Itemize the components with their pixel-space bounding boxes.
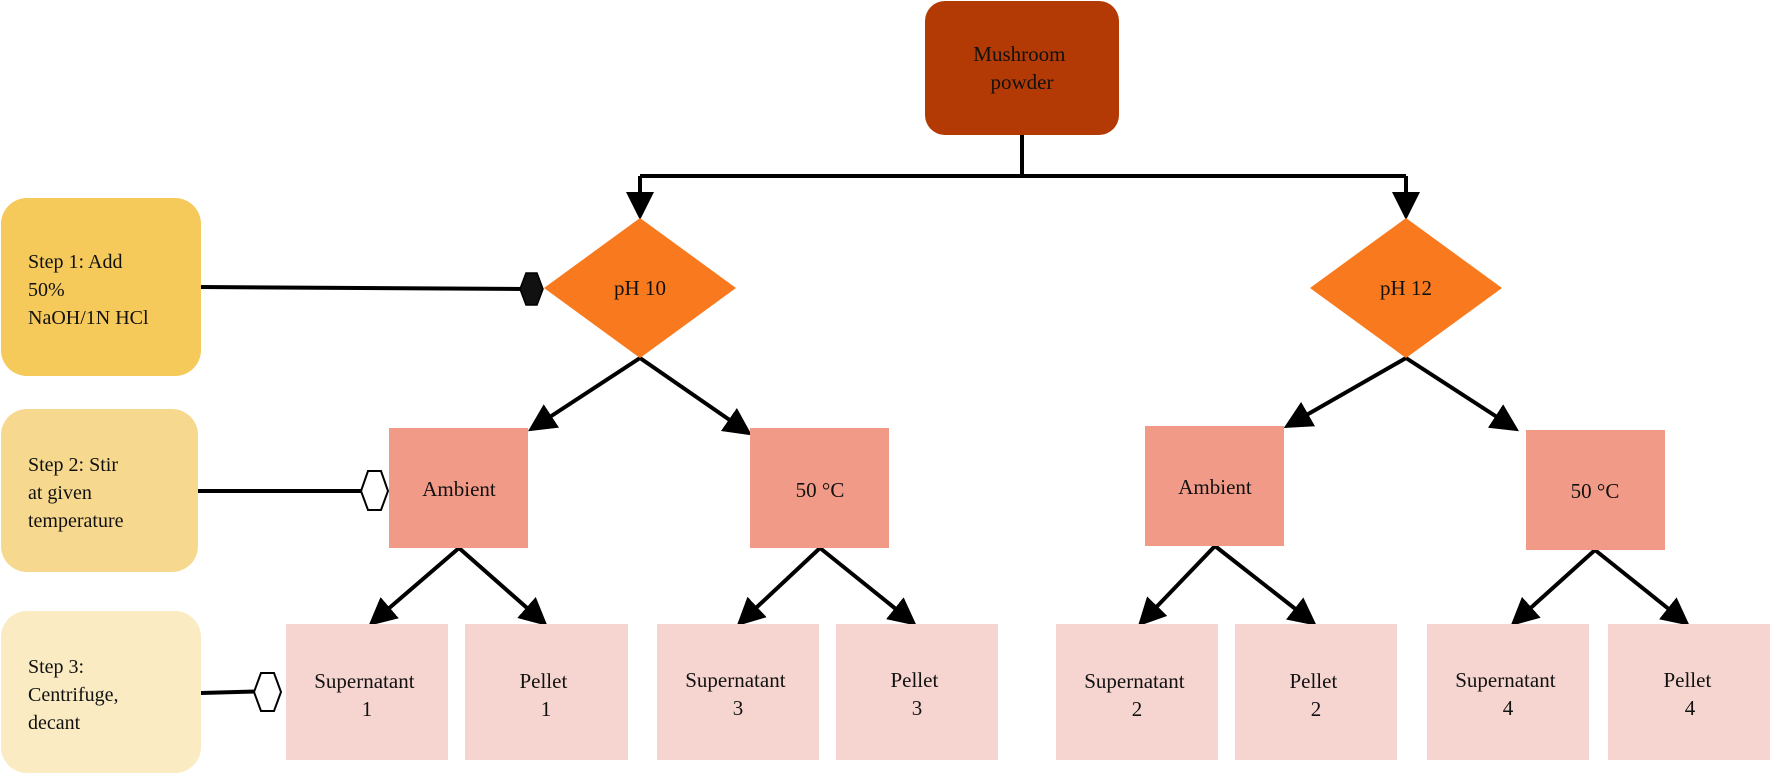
temp-node-ph12-ambient: Ambient	[1145, 426, 1284, 546]
step-1: Step 1: Add 50% NaOH/1N HCl	[1, 198, 201, 376]
arrow-ambient10-to-supernatant1	[368, 546, 461, 626]
ph-10-label: pH 10	[614, 276, 666, 300]
arrow-ph10-to-ambient	[527, 356, 642, 432]
arrow-ph12-to-ambient	[1283, 356, 1407, 428]
arrow-ambient12-to-pellet2	[1213, 544, 1317, 626]
step3-open-hexagon-icon	[252, 672, 283, 712]
arrow-ph12-to-50c	[1404, 356, 1520, 432]
step-1-label: Step 1: Add 50% NaOH/1N HCl	[28, 251, 149, 329]
product-supernatant-1: Supernatant 1	[286, 624, 448, 760]
product-supernatant-3: Supernatant 3	[657, 624, 819, 760]
arrow-ambient10-to-pellet1	[457, 546, 548, 626]
step-3-label: Step 3: Centrifuge, decant	[28, 656, 124, 734]
ph-12-node: pH 12	[1310, 218, 1502, 358]
arrow-50c10-to-supernatant3	[736, 546, 822, 627]
temp-node-ph12-50c: 50 °C	[1526, 430, 1665, 550]
product-label: Supernatant 4	[1455, 668, 1561, 720]
product-pellet-3: Pellet 3	[836, 624, 998, 760]
ph-10-diamond	[544, 218, 736, 358]
product-label: Pellet 2	[1289, 669, 1342, 721]
arrow-50c10-to-pellet3	[818, 546, 917, 626]
temp-label: Ambient	[422, 477, 496, 501]
root-box	[925, 1, 1119, 135]
product-supernatant-2: Supernatant 2	[1056, 624, 1218, 760]
temp-label: 50 °C	[796, 478, 845, 502]
product-box	[657, 624, 819, 760]
product-pellet-4: Pellet 4	[1608, 624, 1770, 760]
temp-node-ph10-50c: 50 °C	[750, 428, 889, 548]
arrow-50c12-to-supernatant4	[1510, 548, 1597, 627]
product-label: Supernatant 1	[314, 669, 420, 721]
step-2: Step 2: Stir at given temperature	[1, 409, 198, 572]
temp-node-ph10-ambient: Ambient	[389, 428, 528, 548]
arrow-50c12-to-pellet4	[1593, 548, 1690, 626]
product-pellet-1: Pellet 1	[465, 624, 628, 760]
product-box	[1235, 624, 1397, 760]
step-2-label: Step 2: Stir at given temperature	[28, 454, 124, 532]
temp-label: 50 °C	[1571, 479, 1620, 503]
product-label: Supernatant 2	[1084, 669, 1190, 721]
step1-connector-line	[200, 285, 524, 291]
product-box	[1427, 624, 1589, 760]
product-box	[286, 624, 448, 760]
step-3: Step 3: Centrifuge, decant	[1, 611, 201, 773]
product-label: Supernatant 3	[685, 668, 791, 720]
ph-12-diamond	[1310, 218, 1502, 358]
product-label: Pellet 4	[1663, 668, 1716, 720]
product-pellet-2: Pellet 2	[1235, 624, 1397, 760]
product-box	[1056, 624, 1218, 760]
step-3-box	[1, 611, 201, 773]
product-box	[1608, 624, 1770, 760]
temp-box	[1145, 426, 1284, 546]
temp-label: Ambient	[1178, 475, 1252, 499]
step1-filled-hexagon-icon	[519, 272, 544, 306]
step2-open-hexagon-icon	[359, 470, 390, 511]
step-2-box	[1, 409, 198, 572]
connectors	[198, 133, 1690, 712]
root-node: Mushroom powder	[925, 1, 1119, 135]
temp-box	[750, 428, 889, 548]
product-supernatant-4: Supernatant 4	[1427, 624, 1589, 760]
ph-12-label: pH 12	[1380, 276, 1432, 300]
temp-box	[1526, 430, 1665, 550]
arrow-ambient12-to-supernatant2	[1137, 544, 1217, 627]
product-label: Pellet 3	[890, 668, 943, 720]
product-box	[836, 624, 998, 760]
product-label: Pellet 1	[519, 669, 572, 721]
temp-box	[389, 428, 528, 548]
arrow-ph10-to-50c	[638, 356, 752, 436]
step-1-box	[1, 198, 201, 376]
ph-10-node: pH 10	[544, 218, 736, 358]
root-label: Mushroom powder	[973, 42, 1070, 94]
product-box	[465, 624, 628, 760]
